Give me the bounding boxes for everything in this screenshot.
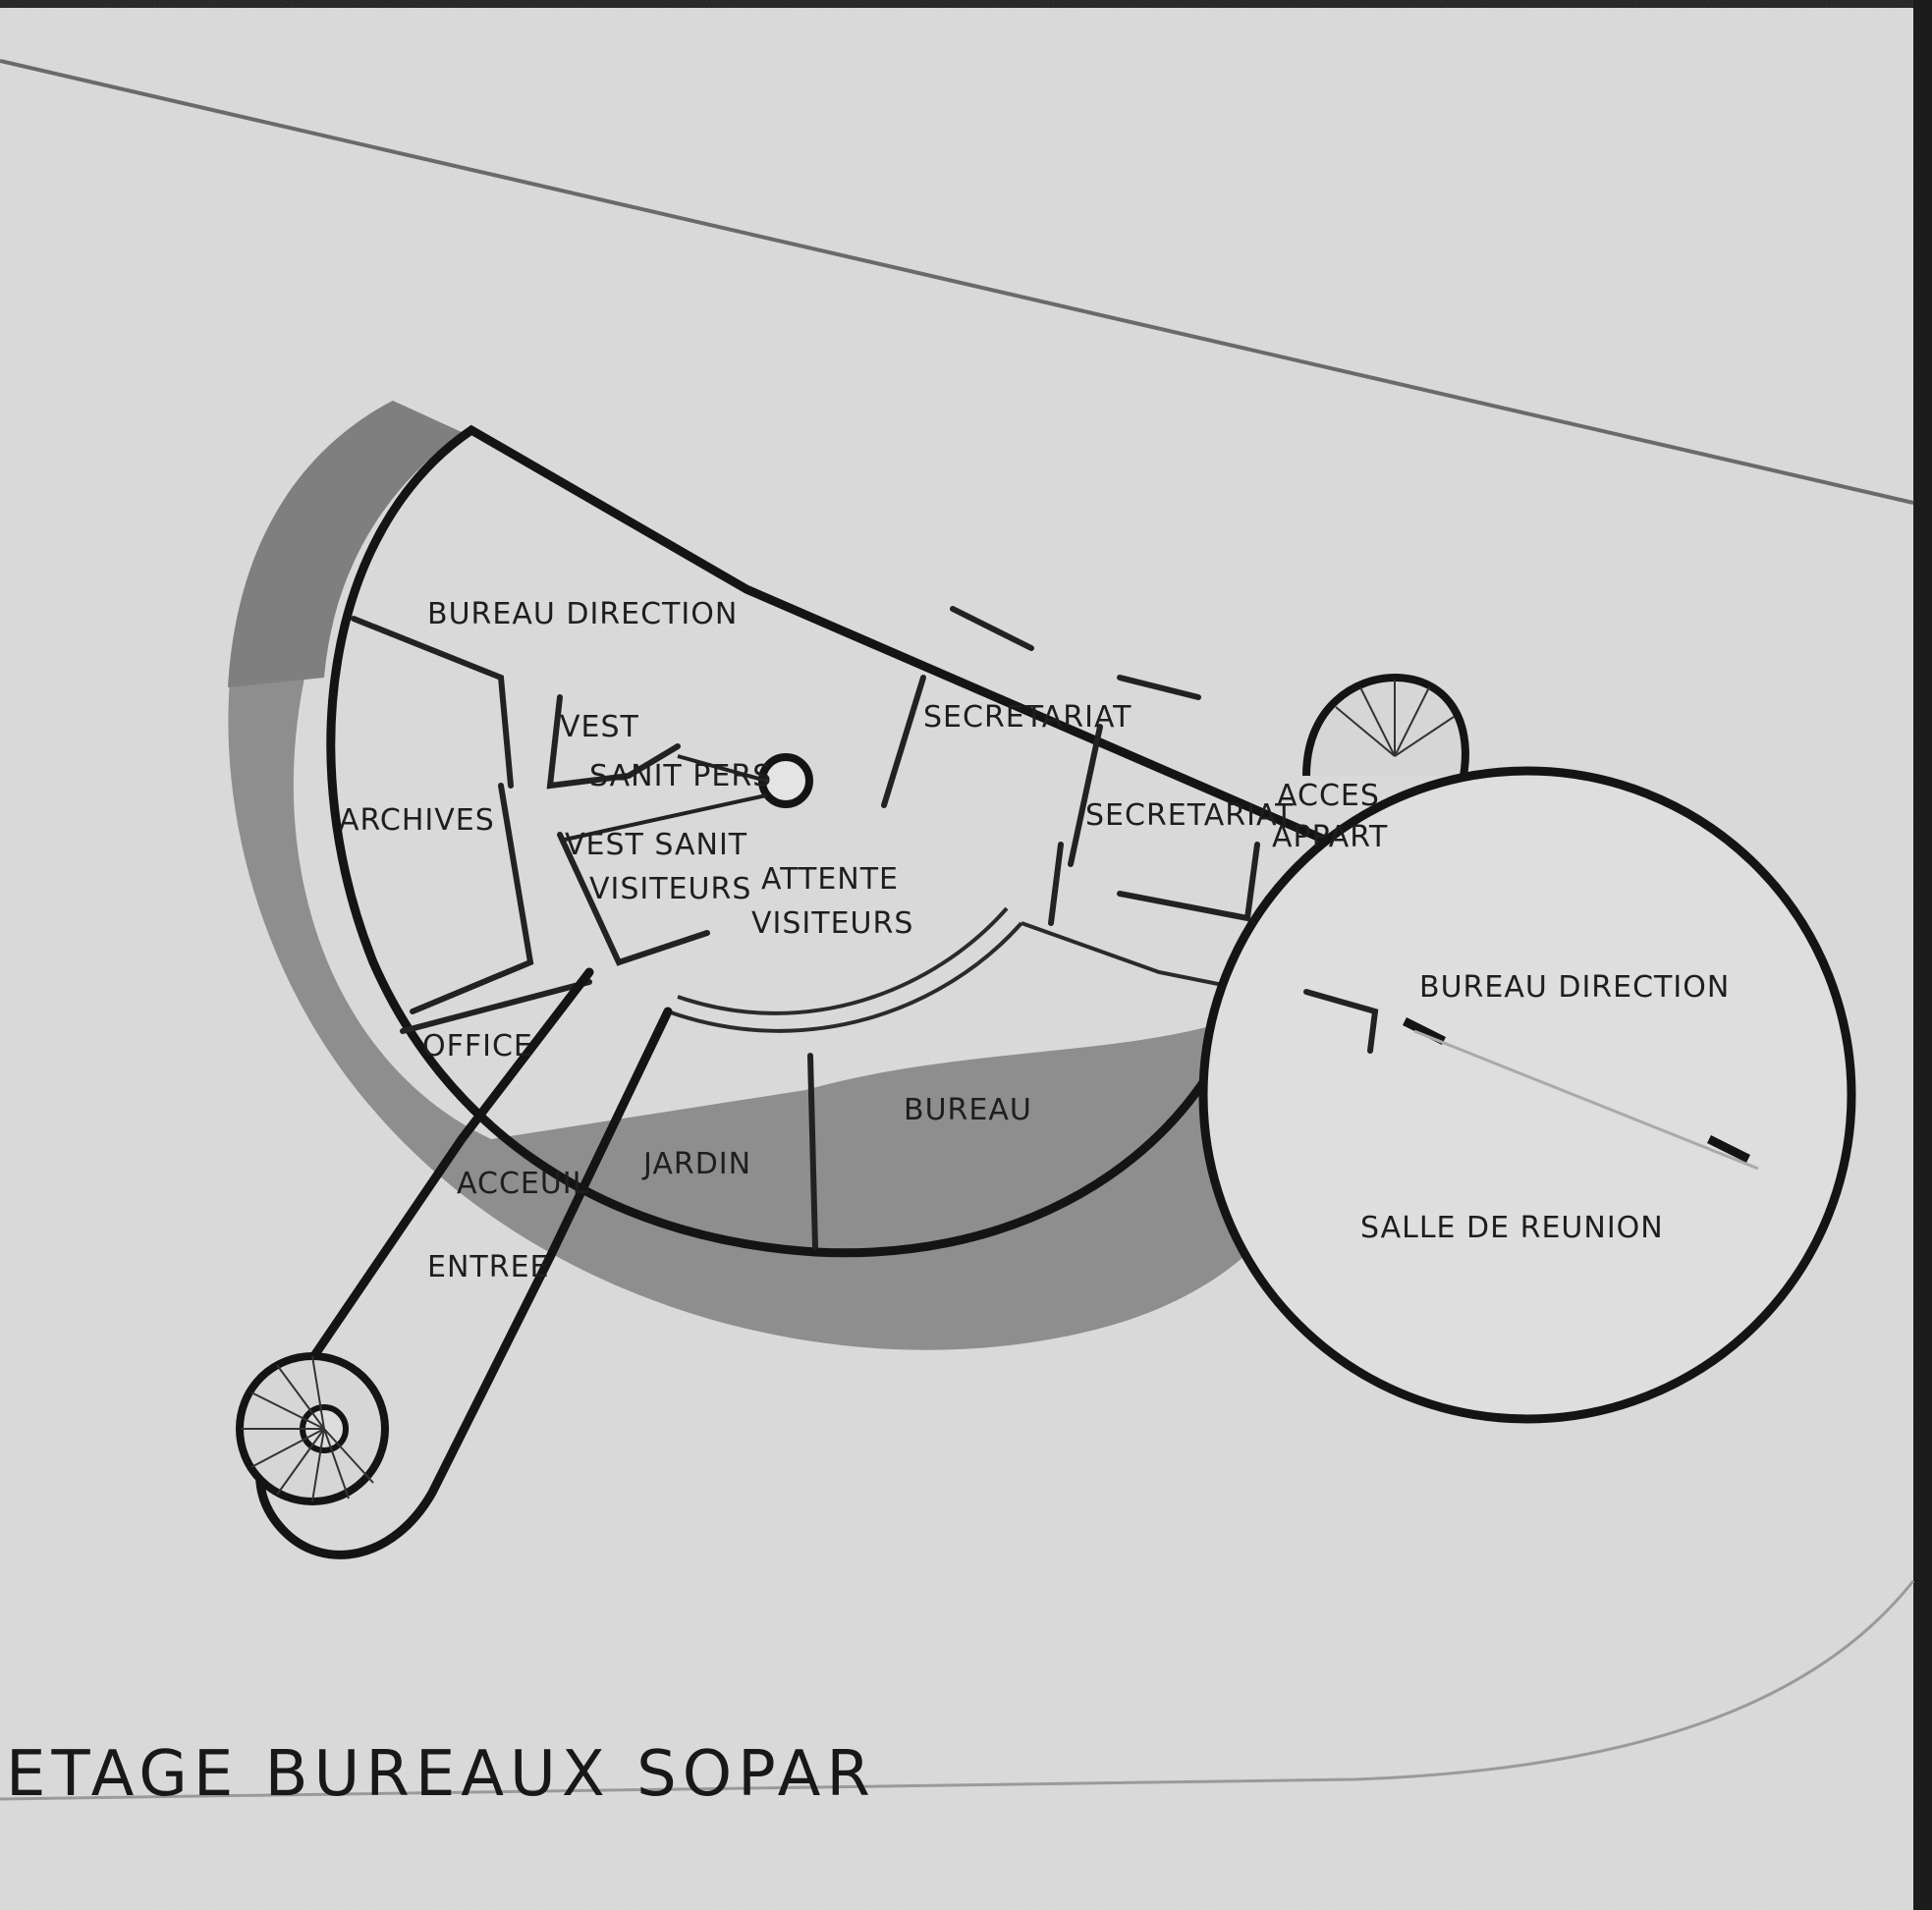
label-archives: ARCHIVES <box>339 803 495 838</box>
partition-door-2 <box>1117 675 1201 700</box>
inner-curve-wall <box>667 921 1023 1033</box>
partition-door-3 <box>1048 842 1064 926</box>
main-wing-outline[interactable] <box>326 424 1383 1258</box>
meeting-room-outline[interactable] <box>1198 766 1856 1424</box>
partition-archives <box>410 783 534 1014</box>
label-vest-sanit-pers-2: SANIT PERS <box>589 759 772 793</box>
label-bureau: BUREAU <box>904 1093 1032 1127</box>
fan-line-1 <box>677 754 767 783</box>
plan-title: ETAGE BUREAUX SOPAR <box>6 1738 876 1811</box>
partition-secretariat <box>881 675 926 808</box>
meeting-room-faint-line <box>1413 1029 1759 1171</box>
label-attente-visiteurs-2: VISITEURS <box>751 906 913 941</box>
label-acceuil: ACCEUIL <box>457 1167 589 1201</box>
partition-secretariat-2 <box>1068 724 1103 867</box>
entrance-staircase <box>236 1352 389 1505</box>
partition-door-1 <box>950 606 1034 651</box>
site-line-top <box>0 59 1914 505</box>
label-attente-visiteurs-1: ATTENTE <box>761 862 899 897</box>
label-acces-appart-1: ACCES <box>1277 779 1380 813</box>
partition-bureau <box>807 1053 818 1250</box>
partition-vest-vis <box>557 832 710 966</box>
label-office: OFFICE <box>422 1029 533 1064</box>
shadow-crescent <box>228 401 1332 1350</box>
label-salle-de-reunion: SALLE DE REUNION <box>1360 1211 1664 1245</box>
label-bureau-direction-left: BUREAU DIRECTION <box>427 597 738 631</box>
label-vest-sanit-pers-1: VEST <box>560 710 639 744</box>
label-acces-appart-2: APPART <box>1272 820 1388 854</box>
label-jardin: JARDIN <box>641 1147 751 1181</box>
label-bureau-direction-right: BUREAU DIRECTION <box>1419 970 1730 1005</box>
label-secretariat-1: SECRETARIAT <box>923 700 1132 735</box>
meeting-room-divider-2 <box>1706 1134 1751 1164</box>
paper-right-edge <box>1913 0 1932 1910</box>
shadow-arc-band <box>228 401 462 687</box>
partition-direction <box>351 616 514 789</box>
fan-line-2 <box>564 793 767 842</box>
appart-staircase <box>1302 673 1469 777</box>
partition-vest-pers <box>546 694 681 790</box>
label-vest-sanit-visiteurs-2: VISITEURS <box>589 872 751 906</box>
partition-secretariat-3 <box>1117 842 1260 922</box>
label-vest-sanit-visiteurs-1: VEST SANIT <box>565 828 747 862</box>
inner-curve-wall-2 <box>677 906 1009 1015</box>
partition-office <box>400 979 592 1034</box>
site-curve-bottom <box>0 1580 1915 1801</box>
label-secretariat-2: SECRETARIAT <box>1085 798 1294 833</box>
meeting-room-door <box>1303 989 1379 1054</box>
label-entree: ENTREE <box>427 1250 549 1284</box>
meeting-room-divider-1 <box>1402 1016 1447 1046</box>
